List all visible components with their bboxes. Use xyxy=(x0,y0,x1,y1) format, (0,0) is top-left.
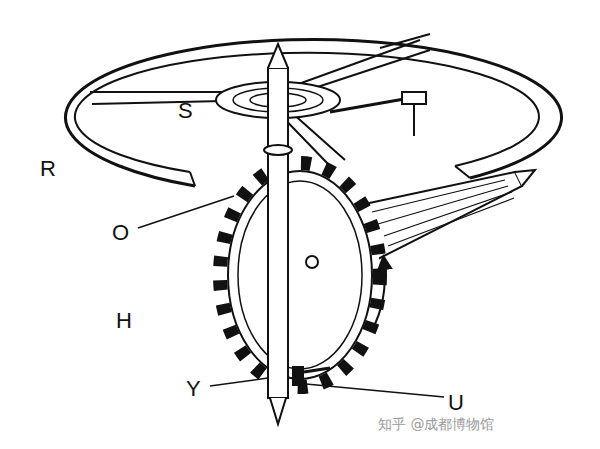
watermark: 知乎 @成都博物馆 xyxy=(378,417,494,431)
part-letter: U xyxy=(448,392,464,414)
part-letter: S xyxy=(178,100,193,122)
part-letter: R xyxy=(40,158,56,180)
part-letter: Y xyxy=(186,378,201,400)
part-letter: O xyxy=(112,222,129,244)
part-letter: H xyxy=(116,310,132,332)
